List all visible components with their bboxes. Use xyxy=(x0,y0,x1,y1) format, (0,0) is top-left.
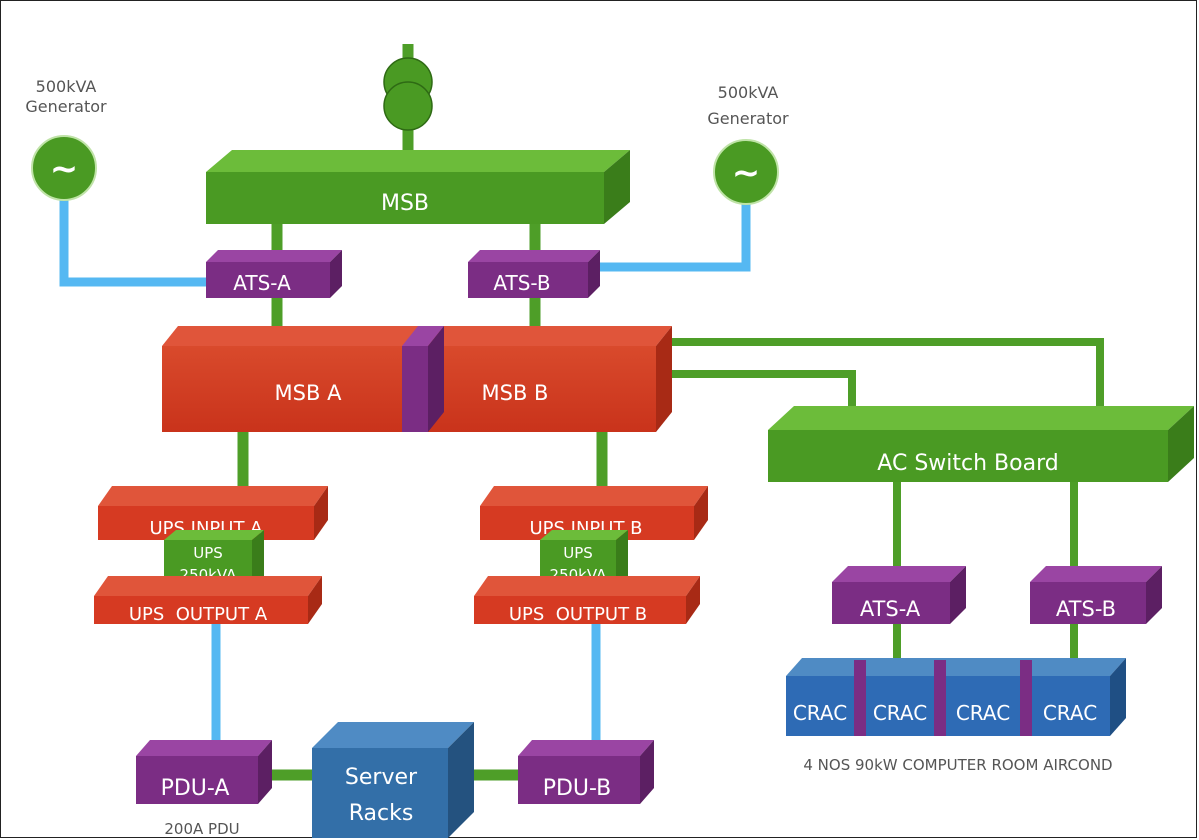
generator-right-cable xyxy=(579,191,751,272)
ac-ats-b-label: ATS-B xyxy=(1056,597,1116,621)
generator-symbol: ~ xyxy=(732,153,761,193)
crac-unit: CRAC xyxy=(866,676,934,736)
crac-caption: 4 NOS 90kW COMPUTER ROOM AIRCOND xyxy=(803,756,1112,774)
ac-switch-board: AC Switch Board xyxy=(768,406,1194,482)
main-switchboard: MSB xyxy=(206,150,630,224)
server-racks-label-2: Racks xyxy=(349,801,414,826)
transformer-icon xyxy=(383,57,433,131)
crac-group: CRAC CRAC CRAC CRAC xyxy=(786,658,1126,736)
crac-label: CRAC xyxy=(1043,701,1097,725)
pdu-caption: 200A PDU xyxy=(164,820,239,838)
ups-a-unit: UPS 250kVA xyxy=(164,530,264,584)
crac-unit: CRAC xyxy=(786,676,854,736)
msb-b-label: MSB B xyxy=(482,381,549,405)
generator-right: ~ 500kVA Generator xyxy=(707,83,789,205)
ups-b-unit: UPS 250kVA xyxy=(540,530,628,584)
pdu-a: PDU-A xyxy=(136,740,272,804)
ats-b-label: ATS-B xyxy=(493,271,550,295)
generator-left-rating: 500kVA xyxy=(36,77,97,96)
generator-icon xyxy=(31,135,97,201)
pdu-b: PDU-B xyxy=(518,740,654,804)
crac-unit: CRAC xyxy=(946,676,1020,736)
msb-label: MSB xyxy=(381,191,429,216)
ats-a-top: ATS-A xyxy=(206,250,342,298)
generator-right-label: Generator xyxy=(707,109,789,128)
server-racks: Server Racks xyxy=(312,722,474,838)
server-racks-label: Server xyxy=(345,765,418,790)
ats-b-top: ATS-B xyxy=(468,250,600,298)
ats-a-label: ATS-A xyxy=(233,271,291,295)
ups-output-a-label: UPS OUTPUT A xyxy=(129,604,268,625)
ups-output-b: UPS OUTPUT B xyxy=(474,576,700,625)
msb-a-label: MSB A xyxy=(275,381,343,405)
crac-label: CRAC xyxy=(873,701,927,725)
msb-b-to-ac-board-cable-1 xyxy=(672,338,1104,412)
generator-symbol: ~ xyxy=(50,149,79,189)
ups-output-b-label: UPS OUTPUT B xyxy=(509,604,647,625)
msb-a-b-block: MSB A MSB B xyxy=(162,326,672,432)
crac-label: CRAC xyxy=(956,701,1010,725)
generator-left: ~ 500kVA Generator xyxy=(25,77,107,201)
ac-ats-b: ATS-B xyxy=(1030,566,1162,624)
generator-left-label: Generator xyxy=(25,97,107,116)
crac-label: CRAC xyxy=(793,701,847,725)
ups-a-label: UPS xyxy=(193,544,223,562)
ups-b-label: UPS xyxy=(563,544,593,562)
ac-ats-a: ATS-A xyxy=(832,566,966,624)
generator-right-rating: 500kVA xyxy=(718,83,779,102)
ups-output-a: UPS OUTPUT A xyxy=(94,576,322,625)
pdu-a-label: PDU-A xyxy=(161,776,230,801)
ac-ats-a-label: ATS-A xyxy=(860,597,921,621)
pdu-b-label: PDU-B xyxy=(543,776,612,801)
crac-unit: CRAC xyxy=(1032,676,1110,736)
generator-left-cable xyxy=(59,191,217,287)
ac-switch-board-label: AC Switch Board xyxy=(877,451,1058,476)
generator-icon xyxy=(713,139,779,205)
